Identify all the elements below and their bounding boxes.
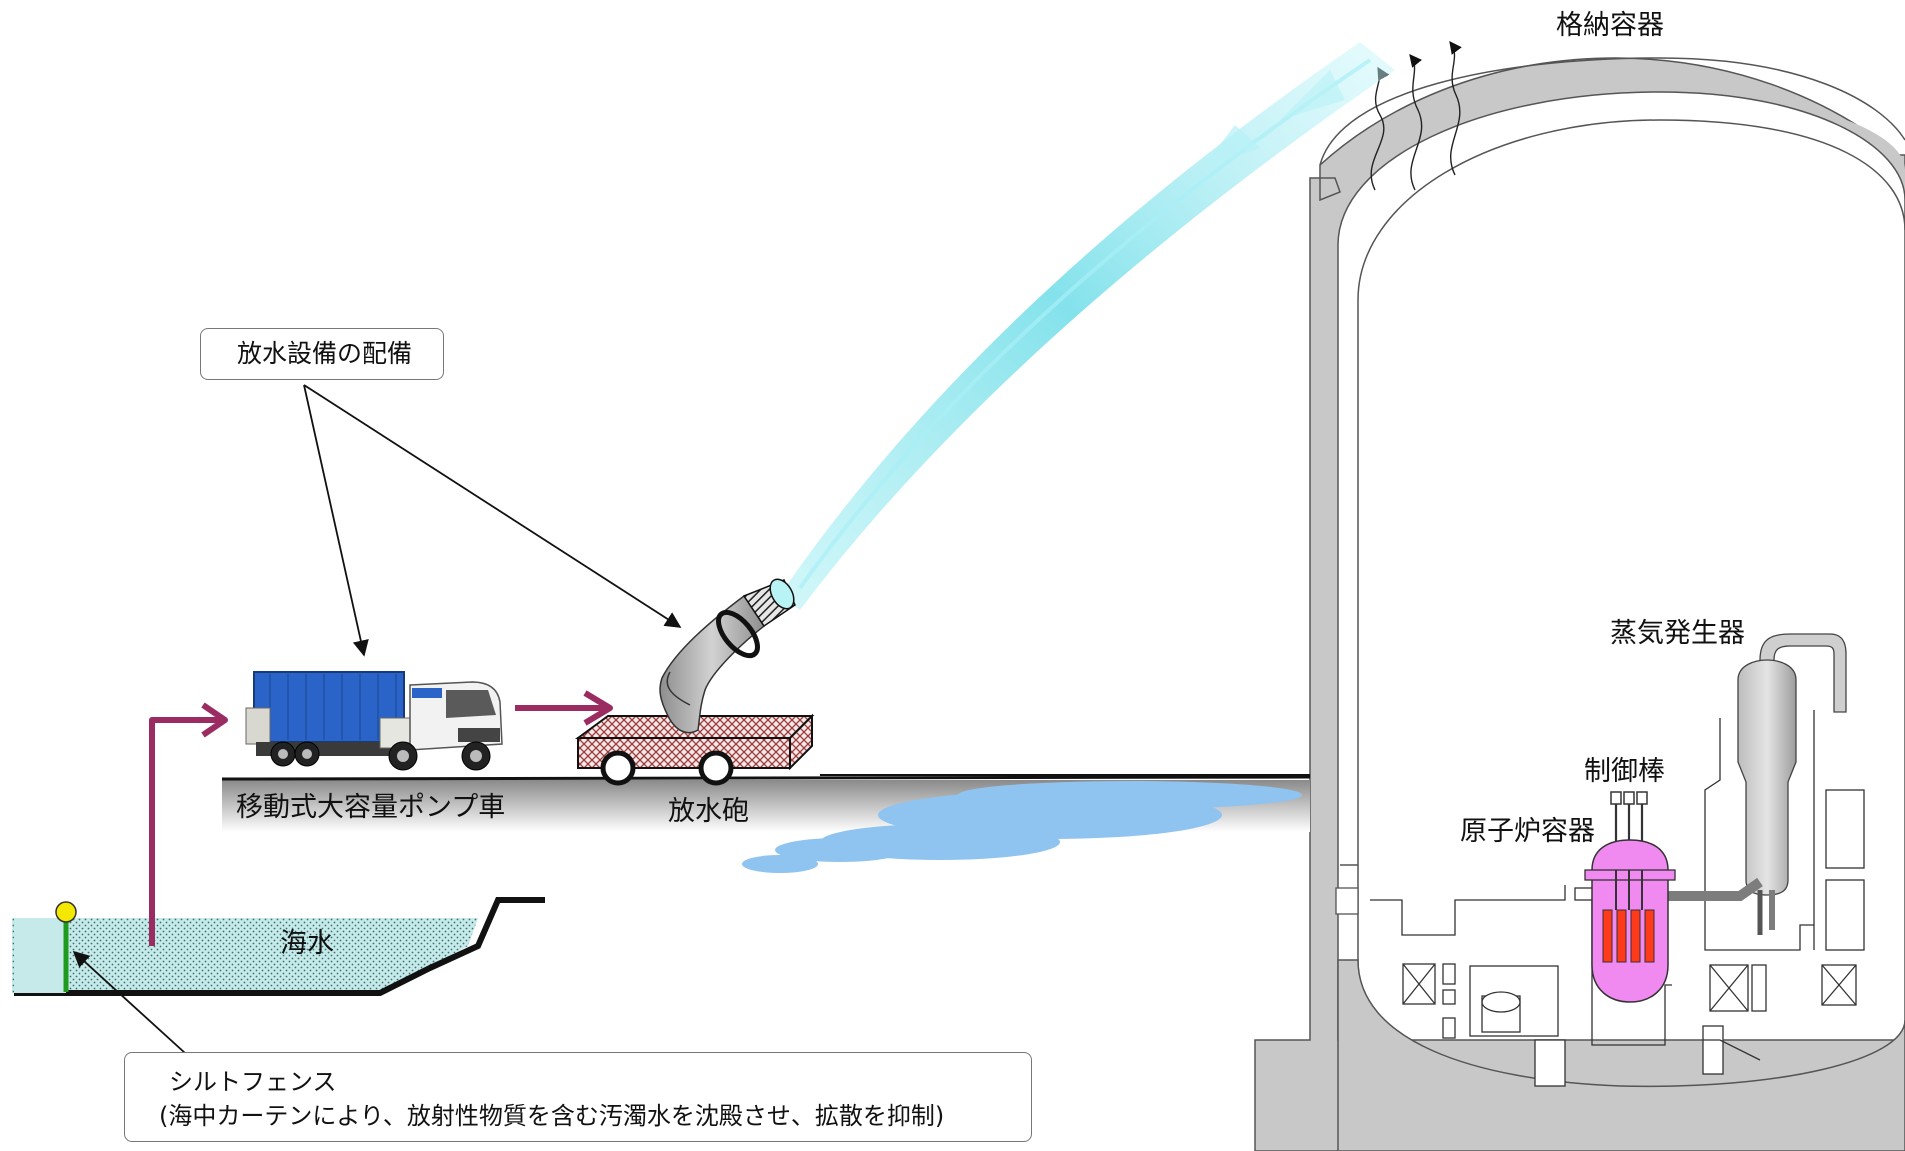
steam-generator-label: 蒸気発生器 xyxy=(1610,618,1745,649)
seawater-body xyxy=(12,918,478,993)
containment-dome-inner-line xyxy=(1357,119,1905,1000)
cannon-label: 放水砲 xyxy=(668,796,749,827)
water-spray xyxy=(780,42,1395,610)
fuel-rod-3 xyxy=(1630,909,1641,963)
flow-arrow-sea-to-truck xyxy=(149,717,222,946)
containment-vessel xyxy=(1254,57,1905,1151)
containment-outer-dome xyxy=(1319,57,1905,166)
float-buoy xyxy=(55,901,77,923)
fuel-rod-4 xyxy=(1644,909,1655,963)
sg-shell xyxy=(1737,659,1797,896)
silt-fence-description: (海中カーテンにより、放射性物質を含む汚濁水を沈殿させ、拡散を抑制) xyxy=(159,1102,945,1130)
silt-fence-callout: シルトフェンス (海中カーテンにより、放射性物質を含む汚濁水を沈殿させ、拡散を抑… xyxy=(124,1052,1032,1142)
reactor-vessel-assembly xyxy=(1584,791,1676,1003)
water-puddle xyxy=(742,781,1302,873)
callout-arrow-cannon xyxy=(303,384,682,628)
silt-fence xyxy=(55,901,77,992)
containment-label: 格納容器 xyxy=(1556,10,1664,41)
callout-arrow-fence xyxy=(72,950,186,1054)
control-rod-head-3 xyxy=(1636,791,1648,805)
fuel-rod-2 xyxy=(1616,909,1627,963)
cart-wheel-2 xyxy=(698,750,734,786)
cart-wheel-1 xyxy=(600,750,636,786)
seawater-label: 海水 xyxy=(280,928,334,959)
steam-generator xyxy=(1666,633,1847,935)
callout-arrow-truck xyxy=(303,384,369,657)
water-cannon xyxy=(574,578,815,786)
pump-truck-label: 移動式大容量ポンプ車 xyxy=(236,792,506,823)
silt-fence-title: シルトフェンス xyxy=(169,1068,337,1096)
control-rod-head-2 xyxy=(1623,791,1635,805)
fuel-rod-1 xyxy=(1602,909,1613,963)
control-rod-head-1 xyxy=(1610,791,1622,805)
reactor-vessel-label: 原子炉容器 xyxy=(1460,816,1595,847)
equipment-deploy-callout: 放水設備の配備 xyxy=(200,328,444,380)
flow-arrows xyxy=(149,690,613,946)
steam-wisps xyxy=(1370,40,1462,191)
pump-truck xyxy=(245,671,503,771)
sea-area xyxy=(12,897,545,996)
control-rod-label: 制御棒 xyxy=(1584,756,1665,787)
cannon-barrel xyxy=(659,594,766,734)
callout-arrows xyxy=(72,384,682,1054)
internal-equipment xyxy=(1370,710,1865,1087)
containment-bottom-curve xyxy=(1337,959,1905,1151)
equipment-deploy-label: 放水設備の配備 xyxy=(237,339,413,368)
